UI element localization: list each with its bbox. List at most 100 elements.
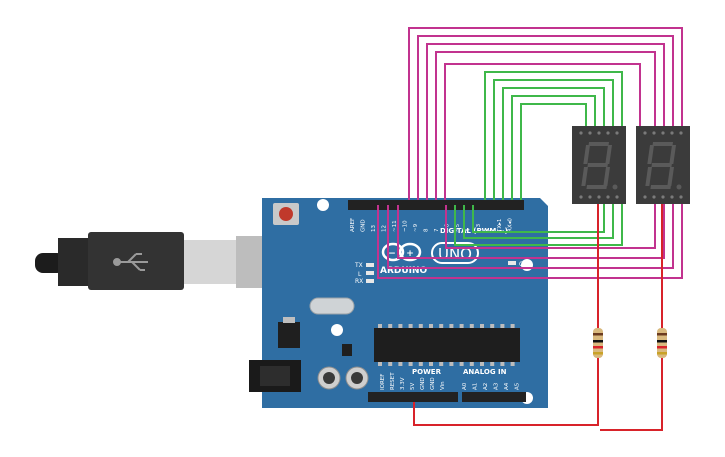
power-pin-label: GND: [420, 377, 426, 390]
display-segment: [586, 185, 607, 189]
led-rx: [366, 279, 374, 283]
reset-button-cap[interactable]: [279, 207, 293, 221]
digital-pin-label: ~11: [392, 220, 398, 232]
chip-pin: [449, 362, 454, 366]
display-decimal-point: [676, 184, 682, 190]
usb-cable[interactable]: [35, 232, 266, 290]
digital-header: [348, 200, 524, 210]
arduino-logo: − +: [381, 242, 422, 262]
digital-pin-label: 7: [434, 228, 440, 232]
svg-text:−: −: [388, 249, 396, 259]
led-tx: [366, 263, 374, 267]
chip-pin: [398, 324, 403, 328]
display-pin: [615, 195, 619, 199]
chip-pin: [378, 324, 382, 328]
led-l-label: L: [358, 271, 362, 278]
chip-pin: [398, 362, 403, 366]
display-pin: [606, 131, 610, 135]
chip-pin: [408, 324, 413, 328]
usb-icon: [113, 253, 148, 271]
chip-pin: [490, 324, 495, 328]
display-pin: [679, 195, 683, 199]
display-segment: [669, 145, 676, 164]
digital-pin-label: GND: [361, 219, 367, 232]
display-segment: [652, 142, 673, 146]
digital-pin-label: RX◂0: [508, 218, 514, 232]
analog-section-label: ANALOG IN: [463, 368, 507, 376]
display-pin: [588, 131, 592, 135]
mount-hole: [331, 324, 343, 336]
analog-pin-label: A3: [494, 382, 500, 390]
display-segment: [587, 163, 608, 167]
resistor-band: [593, 346, 603, 349]
dc-jack-inner: [260, 366, 290, 386]
chip-pin: [378, 362, 382, 366]
chip-pin: [439, 362, 444, 366]
usb-cable-boot: [58, 238, 90, 286]
resistor-band: [657, 340, 667, 343]
digital-pin-label: 2: [487, 229, 493, 233]
display-segment: [650, 185, 671, 189]
power-pin-label: RESET: [390, 372, 396, 390]
display-pin: [661, 195, 665, 199]
led-rx-label: RX: [355, 278, 363, 285]
chip-pin: [500, 362, 505, 366]
capacitor-top: [323, 372, 335, 384]
red-wires: [413, 200, 663, 431]
mount-hole: [317, 199, 329, 211]
display-decimal-point: [612, 184, 618, 190]
regulator-tab: [283, 317, 295, 323]
resistors: [593, 328, 667, 358]
digital-pin-label: ~5: [455, 223, 461, 232]
display-pin: [597, 195, 601, 199]
seven-segment-display[interactable]: [636, 126, 690, 204]
display-segment: [581, 167, 588, 186]
voltage-regulator: [278, 322, 300, 348]
power-pin-label: IOREF: [380, 374, 386, 390]
digital-pin-label: ~9: [413, 223, 419, 232]
brand-label: ARDUINO: [380, 266, 428, 276]
chip-pin: [469, 324, 474, 328]
led-tx-label: TX: [354, 262, 363, 269]
seven-segment-display[interactable]: [572, 126, 626, 204]
display-pin: [606, 195, 610, 199]
display-segment: [583, 145, 590, 164]
analog-header: [462, 392, 526, 402]
digital-pin-label: 8: [424, 228, 430, 232]
chip-pin: [439, 324, 444, 328]
atmega-chip: [374, 328, 520, 362]
display-segment: [645, 167, 652, 186]
chip-pin: [388, 362, 393, 366]
chip-pin: [449, 324, 454, 328]
display-pin: [579, 131, 583, 135]
red-wire[interactable]: [413, 358, 599, 426]
chip-pin: [510, 362, 515, 366]
usb-port: [236, 236, 266, 288]
resistor-band: [593, 333, 603, 336]
resistor-band: [657, 352, 667, 355]
display-segment: [603, 167, 610, 186]
red-wire[interactable]: [600, 358, 663, 431]
power-pin-label: 5V: [410, 383, 416, 390]
display-pin: [615, 131, 619, 135]
analog-pin-label: A5: [515, 382, 521, 390]
chip-pins: [378, 324, 515, 366]
display-pin: [652, 195, 656, 199]
digital-pin-label: AREF: [350, 218, 356, 232]
display-pin: [679, 131, 683, 135]
capacitor-top: [351, 372, 363, 384]
usb-cable-strain-relief: [35, 253, 65, 273]
display-pin: [643, 131, 647, 135]
digital-pin-label: ~10: [403, 220, 409, 232]
display-pin: [579, 195, 583, 199]
display-pin: [588, 195, 592, 199]
resistor[interactable]: [593, 328, 603, 358]
chip-pin: [429, 362, 433, 366]
display-segment: [605, 145, 612, 164]
resistor-band: [593, 352, 603, 355]
display-pin: [597, 131, 601, 135]
digital-pin-label: ~3: [476, 223, 482, 232]
resistor[interactable]: [657, 328, 667, 358]
